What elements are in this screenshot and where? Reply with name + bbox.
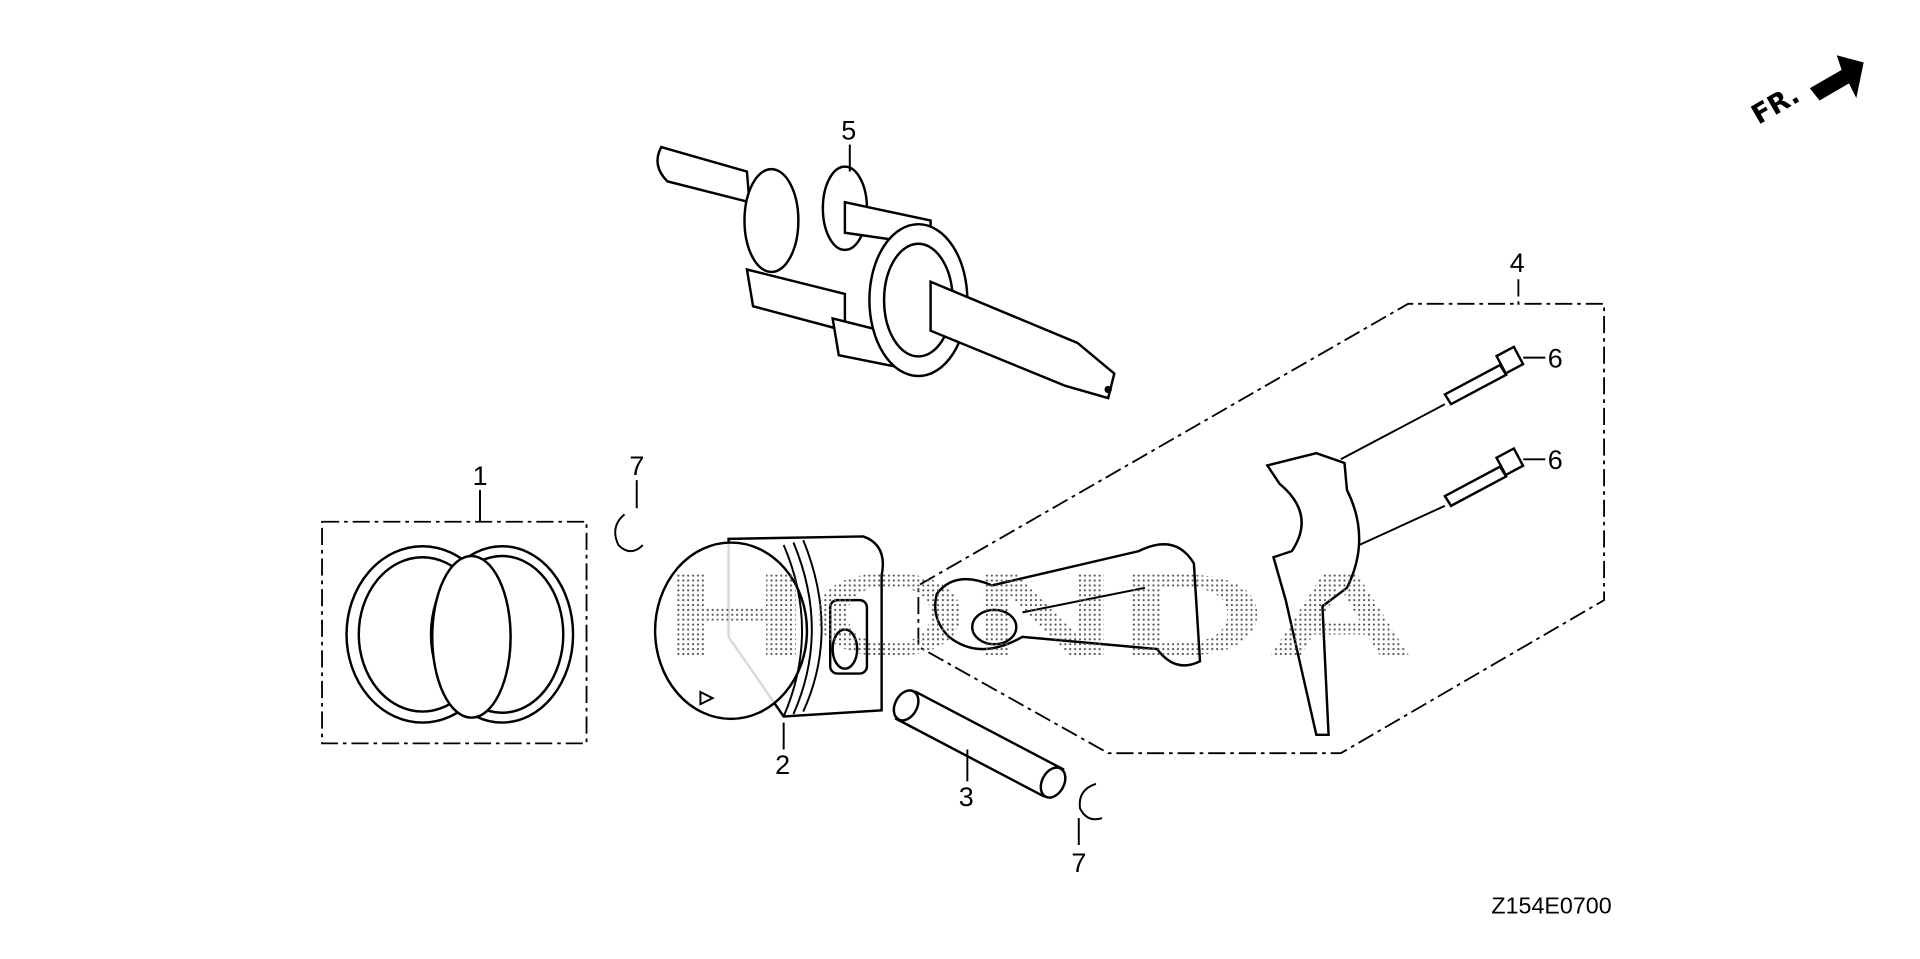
callout-7a[interactable]: 7 xyxy=(629,451,644,481)
front-direction-indicator: FR. xyxy=(1746,55,1864,131)
front-label: FR. xyxy=(1746,79,1805,131)
diagram-code: Z154E0700 xyxy=(1491,893,1611,919)
callout-7b[interactable]: 7 xyxy=(1071,848,1086,878)
connecting-rod-cap[interactable] xyxy=(1265,451,1361,737)
callout-3[interactable]: 3 xyxy=(959,782,974,812)
connecting-rod[interactable] xyxy=(933,543,1202,667)
connecting-rod-bolt[interactable] xyxy=(1358,446,1525,546)
piston-rings[interactable] xyxy=(345,545,575,724)
honda-watermark: HONDA xyxy=(661,549,1414,680)
piston-pin-clip[interactable] xyxy=(1078,782,1103,821)
piston-pin[interactable] xyxy=(889,686,1070,802)
connecting-rod-assembly-box xyxy=(917,279,1605,755)
callout-5[interactable]: 5 xyxy=(841,116,856,146)
piston-ring-set-box xyxy=(321,520,588,745)
piston[interactable] xyxy=(653,535,885,721)
callout-1[interactable]: 1 xyxy=(473,461,488,491)
crankshaft[interactable] xyxy=(656,145,1116,400)
callout-4[interactable]: 4 xyxy=(1510,248,1525,278)
callout-6a[interactable]: 6 xyxy=(1548,343,1563,373)
front-arrow-icon xyxy=(1809,55,1864,101)
callout-6b[interactable]: 6 xyxy=(1548,445,1563,475)
callout-2[interactable]: 2 xyxy=(775,750,790,780)
piston-pin-clip[interactable] xyxy=(614,513,644,553)
connecting-rod-bolt[interactable] xyxy=(1340,345,1525,461)
